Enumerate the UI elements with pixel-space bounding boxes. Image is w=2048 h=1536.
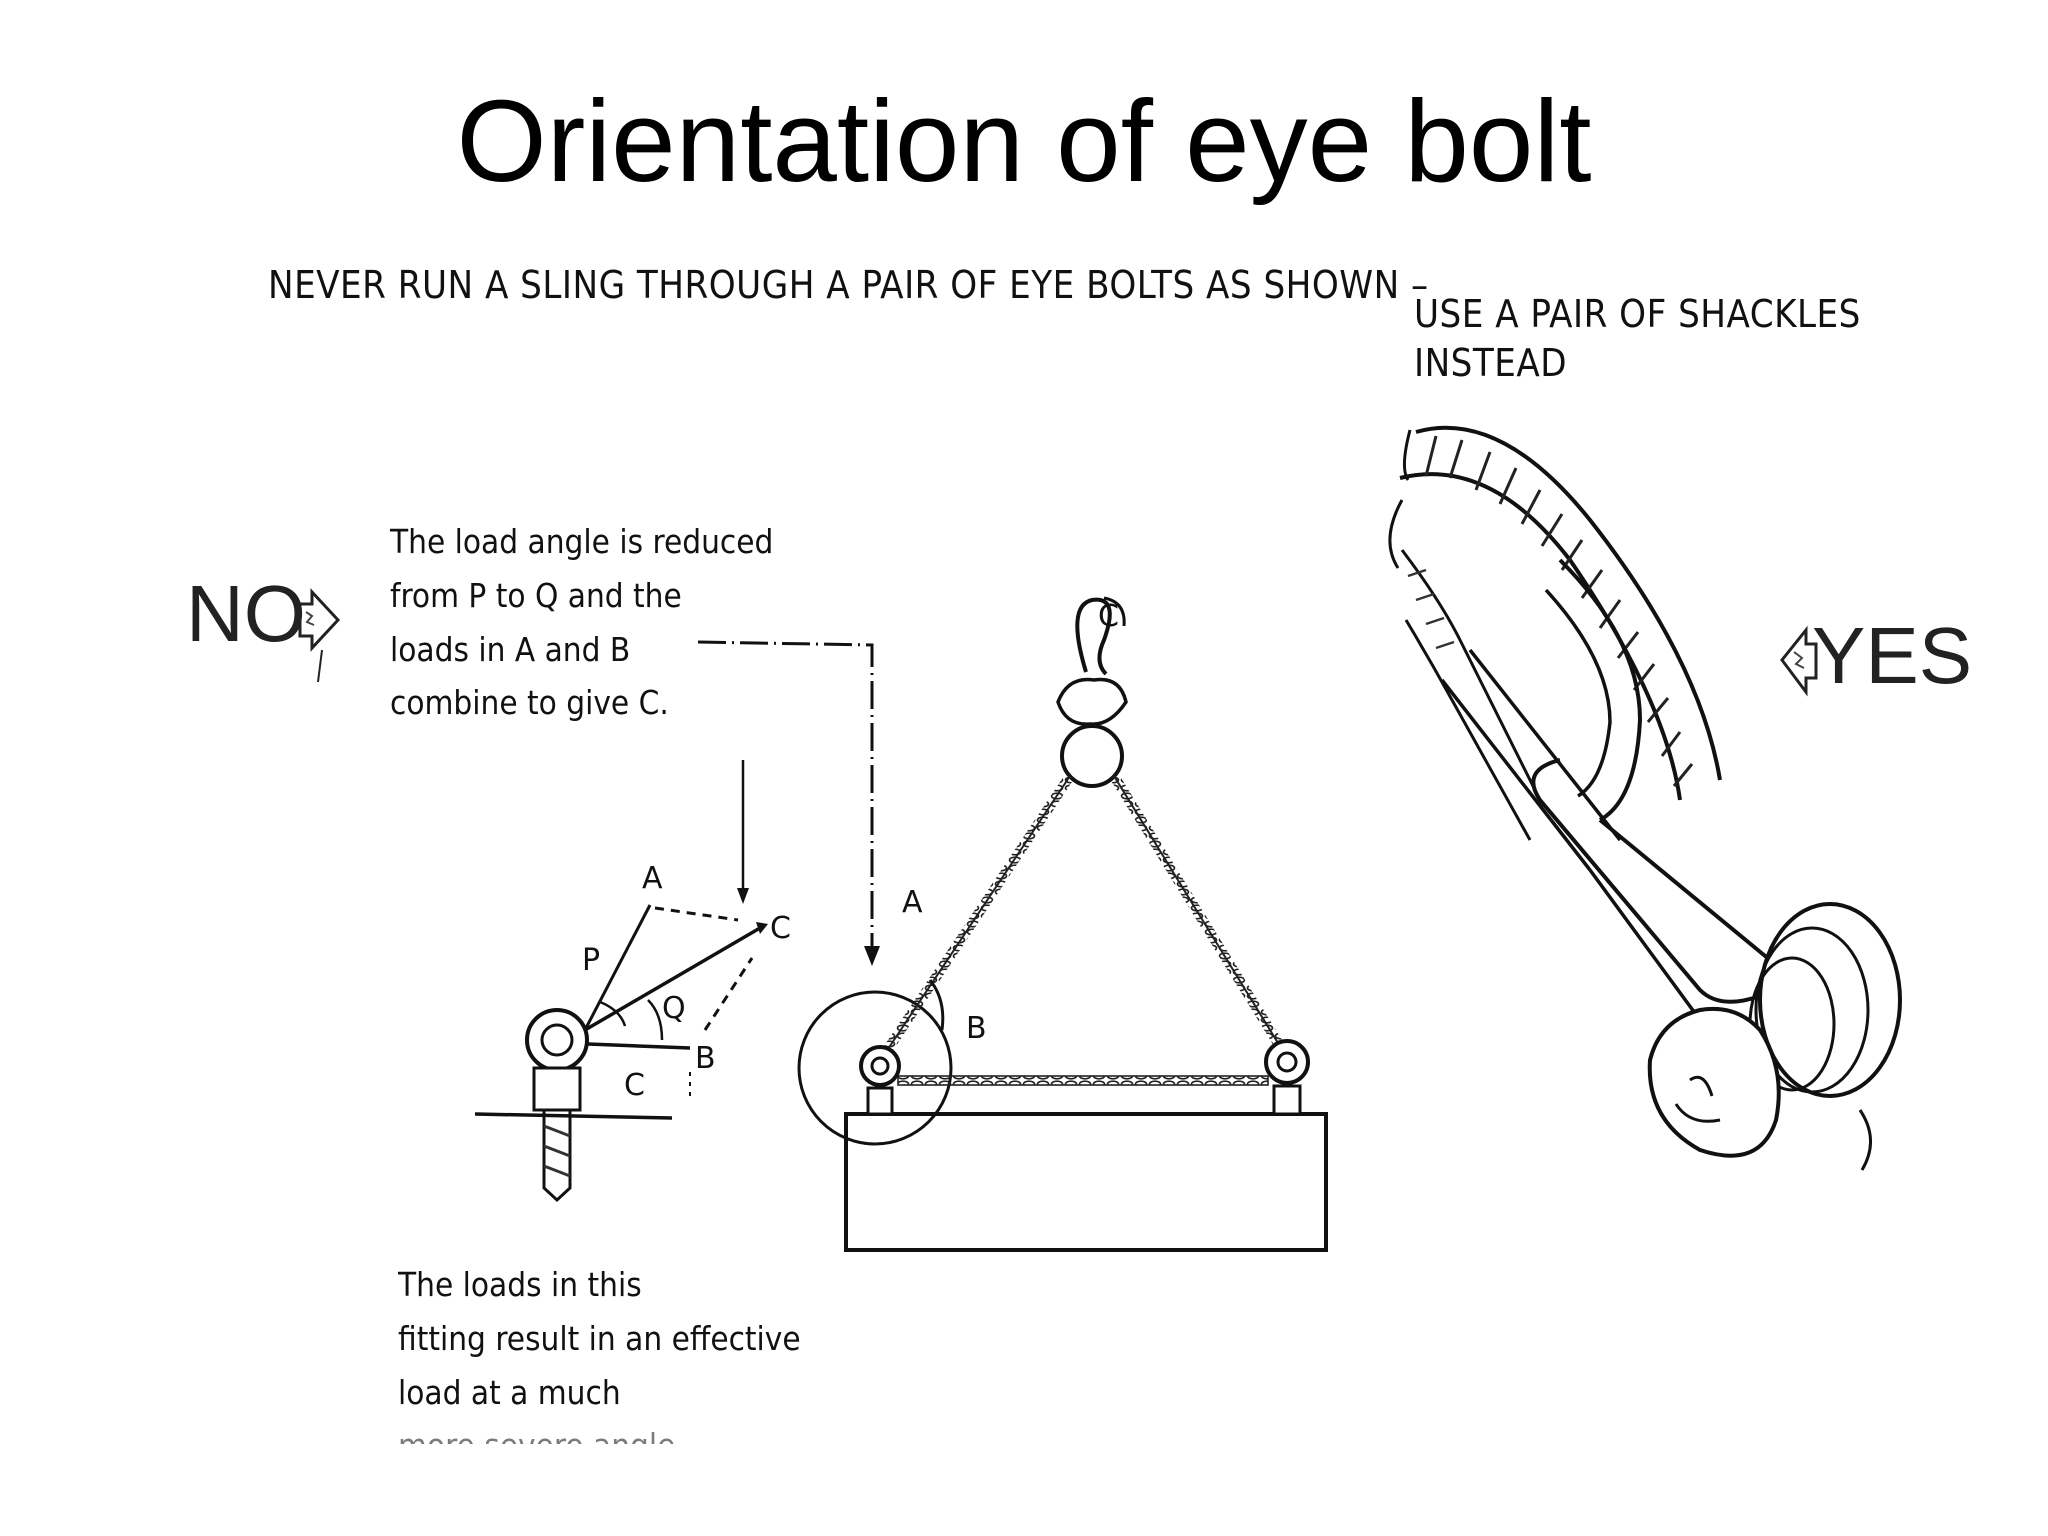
force-label-a: A: [642, 861, 663, 896]
yes-label: YES: [1812, 611, 1973, 700]
angle-label-q: Q: [662, 991, 686, 1026]
angle-label-p: P: [582, 943, 600, 978]
force-label-c-resultant: C: [770, 911, 791, 946]
load-angle-note-line1: The load angle is reduced: [390, 522, 774, 561]
force-label-b: B: [695, 1041, 716, 1076]
shackle-caption-line2: INSTEAD: [1414, 341, 1568, 386]
effective-load-note: The loads in this fitting result in an e…: [398, 1258, 801, 1444]
effective-load-note-line2: fitting result in an effective: [398, 1318, 801, 1358]
force-label-c-base: C: [624, 1068, 645, 1103]
slide-title: Orientation of eye bolt: [456, 76, 1592, 206]
sling-diagram: [797, 596, 1328, 1252]
effective-load-note-line3: load at a much: [398, 1372, 621, 1412]
load-angle-note-line2: from P to Q and the: [390, 575, 682, 615]
shackle-caption: USE A PAIR OF SHACKLES INSTEAD: [1414, 290, 1861, 389]
leader-line: [697, 640, 880, 966]
force-diagram: [474, 904, 768, 1203]
warning-caption: NEVER RUN A SLING THROUGH A PAIR OF EYE …: [268, 263, 1429, 307]
hook-label: C: [1098, 599, 1119, 634]
load-angle-note-line3: loads in A and B: [390, 629, 631, 669]
effective-load-note-line1: The loads in this: [398, 1265, 642, 1304]
effective-load-note-line4: more severe angle: [398, 1419, 801, 1444]
shackle-illustration: [1388, 425, 1902, 1171]
sling-label-b: B: [966, 1011, 987, 1046]
sling-label-a: A: [902, 885, 923, 920]
load-angle-note-line4: combine to give C.: [390, 683, 669, 723]
load-angle-note: The load angle is reduced from P to Q an…: [390, 515, 773, 730]
yes-arrow-icon: [1780, 625, 1818, 697]
no-label: NO: [186, 569, 306, 658]
shackle-caption-line1: USE A PAIR OF SHACKLES: [1414, 292, 1861, 336]
no-arrow-icon: [298, 588, 341, 683]
